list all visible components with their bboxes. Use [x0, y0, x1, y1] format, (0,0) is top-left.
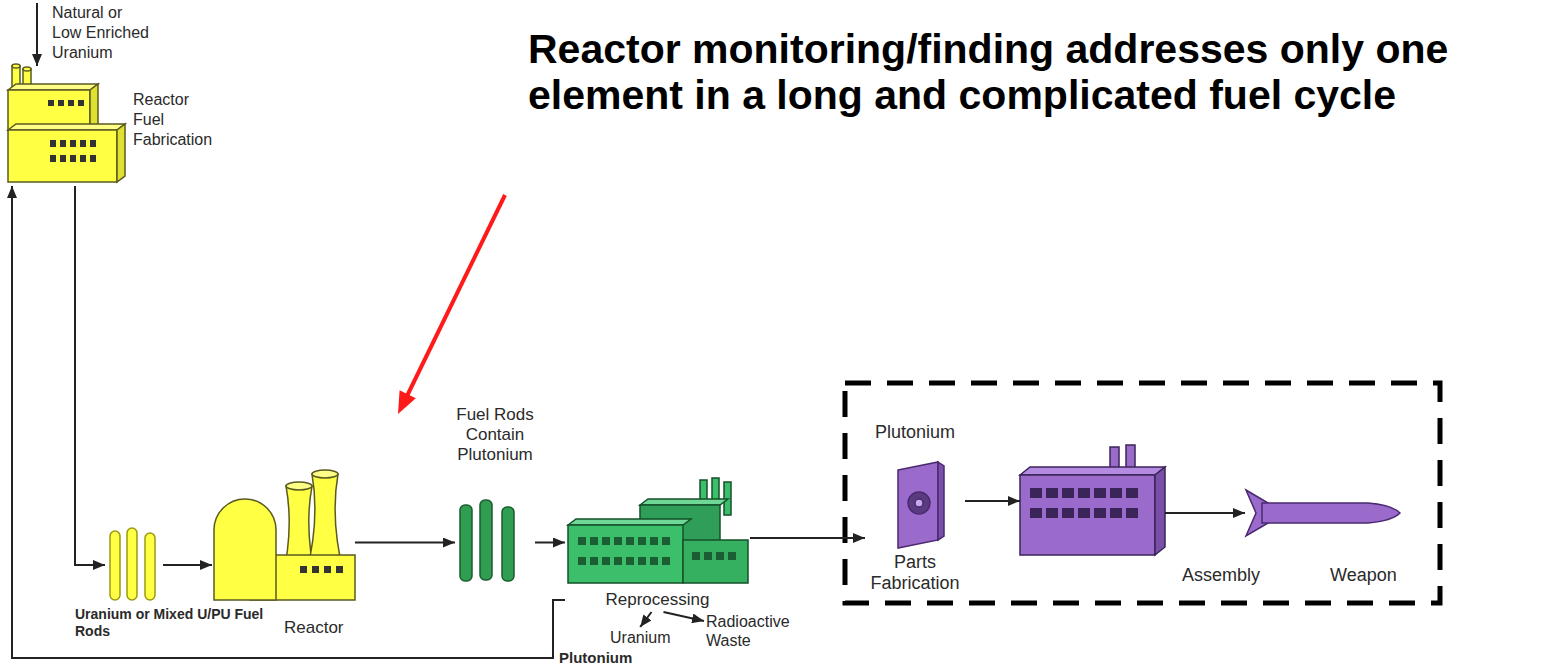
flow-arrow	[965, 500, 1020, 502]
missile-illustration	[1246, 490, 1400, 536]
callout-leader-arrow	[398, 195, 505, 414]
flow-arrow	[36, 3, 38, 66]
reprocessing-node: Reprocessing	[565, 478, 750, 612]
reactor-node: Reactor	[212, 466, 355, 603]
node-label: Assembly	[1182, 565, 1260, 586]
node-label: Reactor Fuel Fabrication	[133, 90, 223, 150]
node-label: Uranium or Mixed U/PU Fuel Rods	[75, 606, 285, 640]
flow-arrow	[163, 564, 212, 566]
node-label: Reprocessing	[565, 590, 750, 610]
flow-arrow	[355, 542, 455, 544]
assembly-plant	[1020, 445, 1165, 555]
node-label: Plutonium	[865, 422, 965, 443]
weapons-stage-box	[845, 383, 1440, 603]
flow-arrow	[750, 537, 865, 539]
reprocessing-plant	[568, 478, 748, 583]
node-label: Weapon	[1330, 565, 1397, 586]
flow-arrow	[75, 186, 105, 565]
flow-arrow	[1165, 512, 1245, 514]
parts-node: PlutoniumParts Fabrication	[865, 420, 965, 598]
node-label: Parts Fabrication	[865, 552, 965, 594]
node-label: Radioactive Waste	[706, 612, 806, 650]
node-label: Natural or Low Enriched Uranium	[52, 3, 152, 63]
node-label: Fuel Rods Contain Plutonium	[440, 405, 550, 465]
weapon-node: Weapon	[1245, 488, 1400, 538]
node-label: Reactor	[284, 618, 344, 638]
flow-arrow	[664, 612, 705, 621]
source-label: Natural or Low Enriched Uranium	[30, 3, 152, 63]
flow-arrow	[640, 612, 651, 627]
spent-rods-node: Fuel Rods Contain Plutonium	[455, 500, 535, 585]
parts-illustration	[898, 462, 944, 548]
reactor-illustration	[214, 470, 355, 600]
node-label: Uranium	[610, 628, 670, 647]
fuel-rods-node: Uranium or Mixed U/PU Fuel Rods	[105, 528, 163, 602]
fresh-fuel-rods	[110, 528, 155, 600]
callout-text: Reactor monitoring/finding addresses onl…	[528, 26, 1538, 118]
fabrication-building	[8, 64, 125, 182]
fabrication-node: Reactor Fuel Fabrication	[5, 66, 127, 186]
output-label: Uranium	[610, 628, 670, 647]
edge-label: Plutonium	[559, 649, 632, 667]
flow-arrow	[12, 186, 565, 658]
flow-arrow	[535, 542, 565, 544]
spent-fuel-rods	[460, 500, 514, 581]
output-label: Radioactive Waste	[706, 612, 806, 650]
assembly-node: Assembly	[1020, 445, 1165, 557]
